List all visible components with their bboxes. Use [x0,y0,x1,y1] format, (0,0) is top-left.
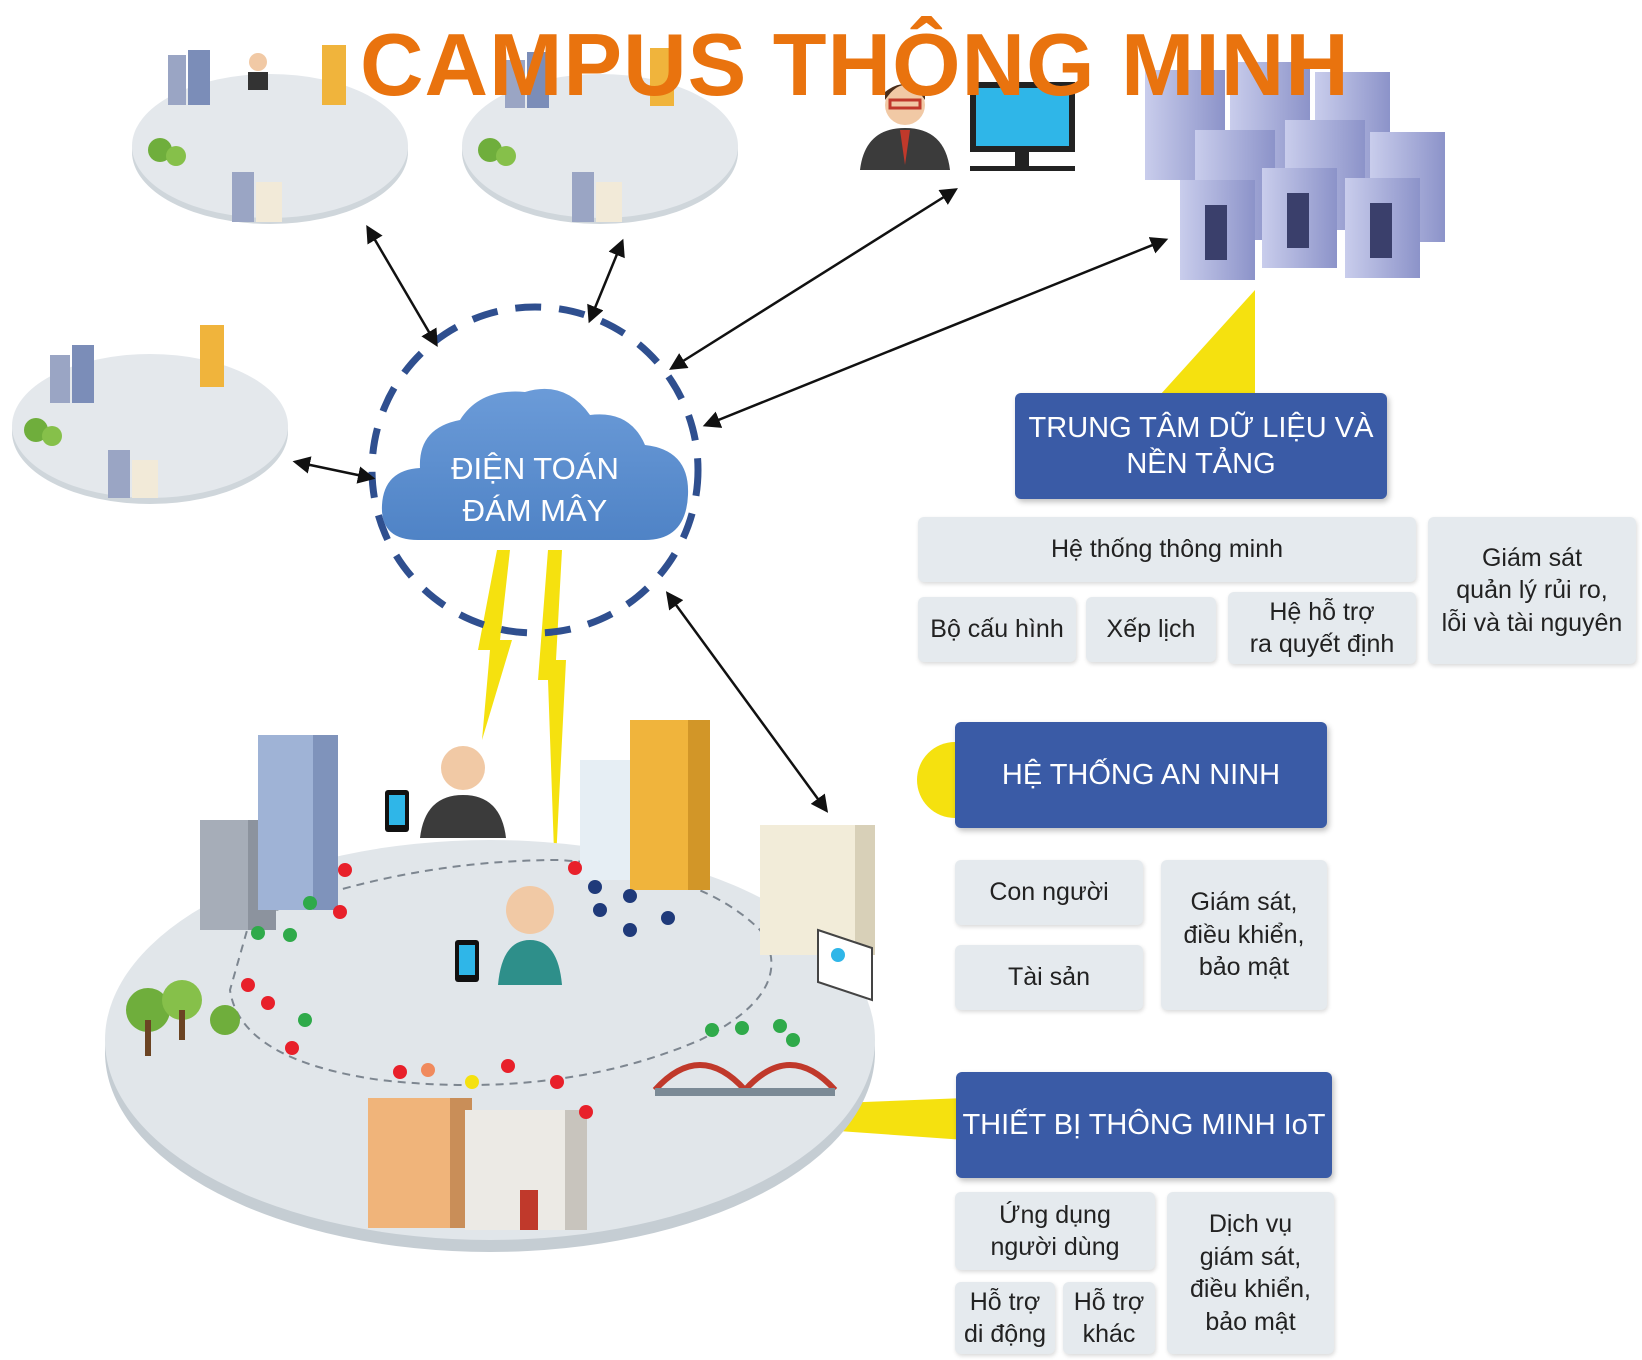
scheduler-box: Xếp lịch [1086,597,1216,662]
risk-monitoring-box: Giám sát quản lý rủi ro, lỗi và tài nguy… [1428,517,1636,664]
security-header: HỆ THỐNG AN NINH [955,722,1327,828]
iot-header: THIẾT BỊ THÔNG MINH IoT [956,1072,1332,1178]
smart-system-box: Hệ thống thông minh [918,517,1416,582]
security-control-line1: Giám sát, [1190,888,1298,917]
server-farm-icon [1145,62,1445,280]
user-apps-box: Ứng dụng người dùng [955,1192,1155,1270]
risk-monitoring-line1: Giám sát [1481,543,1583,572]
user-apps-line1: Ứng dụng [999,1200,1111,1229]
decision-support-line1: Hệ hỗ trợ [1269,597,1375,626]
campus-buildings [200,720,875,1230]
cloud-computing-icon [368,303,702,637]
risk-monitoring-line2: quản lý rủi ro, [1456,576,1608,605]
data-center-header-line1: TRUNG TÂM DỮ LIỆU VÀ [1028,411,1374,444]
campus-island-top-middle [462,48,738,224]
decision-support-box: Hệ hỗ trợ ra quyết định [1228,592,1416,664]
other-support-box: Hỗ trợ khác [1063,1282,1155,1354]
iot-services-box: Dịch vụ giám sát, điều khiển, bảo mật [1167,1192,1334,1354]
other-support-line1: Hỗ trợ [1073,1287,1145,1316]
mobile-support-box: Hỗ trợ di động [955,1282,1055,1354]
decision-support-line2: ra quyết định [1249,630,1395,658]
security-control-line3: bảo mật [1198,953,1290,982]
cloud-label: ĐIỆN TOÁN ĐÁM MÂY [420,448,650,532]
iot-sensor-dots [241,861,800,1119]
connection-arrows [292,188,1169,813]
admin-person-icon [860,84,950,170]
configurator-box: Bộ cấu hình [918,597,1076,662]
mobile-support-line2: di động [963,1320,1047,1348]
main-campus-island [105,840,875,1252]
iot-services-line4: bảo mật [1205,1307,1296,1336]
computer-monitor-icon [970,82,1075,171]
cloud-label-line1: ĐIỆN TOÁN [451,451,619,486]
mobile-support-line1: Hỗ trợ [969,1287,1041,1316]
iot-services-line1: Dịch vụ [1208,1210,1293,1238]
assets-box: Tài sản [955,945,1143,1010]
data-center-header-line2: NỀN TẢNG [1126,448,1276,480]
campus-people [385,746,562,985]
user-apps-line2: người dùng [990,1233,1120,1261]
other-support-line2: khác [1082,1320,1136,1348]
campus-bridge [652,1062,838,1096]
security-control-box: Giám sát, điều khiển, bảo mật [1161,860,1327,1010]
campus-park [126,980,240,1056]
people-box: Con người [955,860,1143,925]
security-control-line2: điều khiển, [1183,920,1305,949]
campus-island-middle-left [12,325,288,504]
campus-island-top-left [132,45,408,224]
page-title: CAMPUS THÔNG MINH [360,15,1350,114]
risk-monitoring-line3: lỗi và tài nguyên [1441,608,1623,637]
iot-services-line2: giám sát, [1199,1242,1302,1271]
data-center-header: TRUNG TÂM DỮ LIỆU VÀ NỀN TẢNG [1015,393,1387,499]
cloud-label-line2: ĐÁM MÂY [462,492,608,528]
iot-services-line3: điều khiển, [1190,1275,1311,1303]
